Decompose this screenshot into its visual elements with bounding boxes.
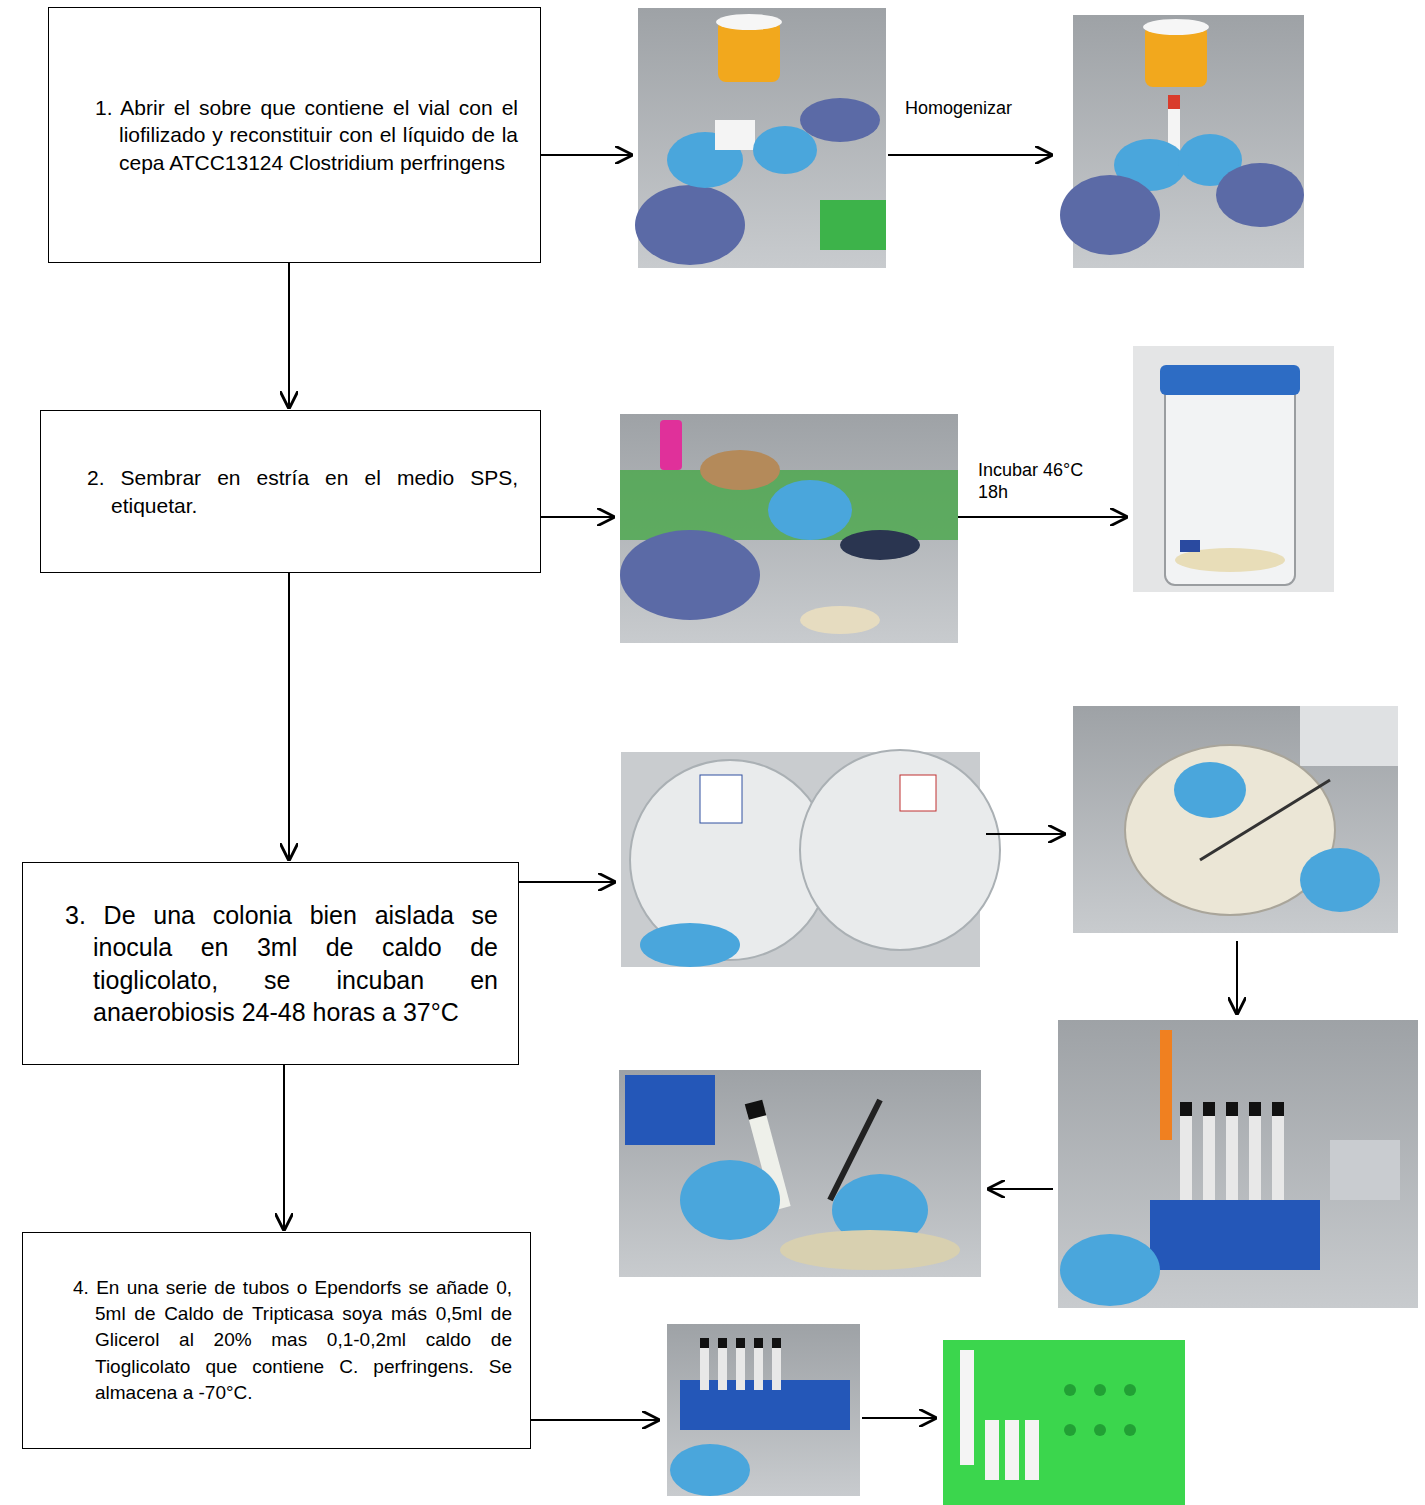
- flow-arrow: [288, 573, 290, 861]
- photo-anaerobic-jar: [1133, 346, 1334, 592]
- process-box: 1. Abrir el sobre que contiene el vial c…: [48, 7, 541, 263]
- arrow-label: Incubar 46°C 18h: [978, 460, 1103, 503]
- step-text: 3. De una colonia bien aislada se inocul…: [93, 899, 498, 1029]
- photo-tube-rack: [1058, 1020, 1418, 1308]
- arrow-label: Homogenizar: [905, 98, 1045, 120]
- step-text: 4. En una serie de tubos o Ependorfs se …: [95, 1275, 512, 1406]
- photo-aliquot: [667, 1324, 860, 1496]
- photo-streak-plate: [620, 414, 958, 643]
- process-box: 3. De una colonia bien aislada se inocul…: [22, 862, 519, 1065]
- photo-homogenize: [1060, 15, 1304, 268]
- photo-reconstitute: [635, 8, 886, 268]
- photo-cryovials: [943, 1340, 1185, 1505]
- photo-pick-colony: [1073, 706, 1398, 933]
- step-text: 2. Sembrar en estría en el medio SPS, et…: [111, 464, 518, 519]
- step-text: 1. Abrir el sobre que contiene el vial c…: [119, 94, 518, 176]
- photo-arrows: [519, 155, 1237, 1420]
- flow-arrow: [283, 1065, 285, 1231]
- process-box: 2. Sembrar en estría en el medio SPS, et…: [40, 410, 541, 573]
- photo-colonies: [621, 750, 1000, 967]
- flow-arrow: [288, 263, 290, 409]
- process-box: 4. En una serie de tubos o Ependorfs se …: [22, 1232, 531, 1449]
- photo-inoculate-tube: [619, 1070, 981, 1277]
